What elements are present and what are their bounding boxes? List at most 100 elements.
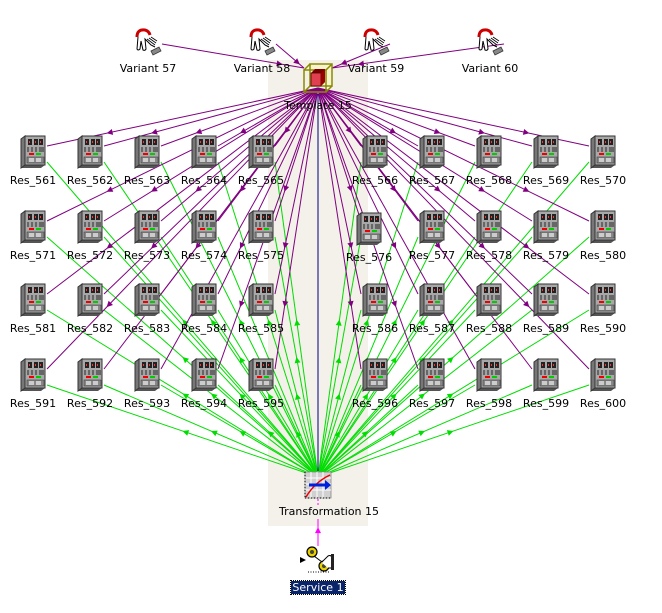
resource-node[interactable]: Res_587 xyxy=(392,283,472,336)
template-edge-arrowhead xyxy=(345,126,352,134)
resource-node[interactable]: Res_589 xyxy=(506,283,586,336)
server-icon xyxy=(356,212,382,246)
resource-node[interactable]: Res_581 xyxy=(0,283,73,336)
resource-node[interactable]: Res_566 xyxy=(335,135,415,188)
resource-node[interactable]: Res_584 xyxy=(164,283,244,336)
server-icon xyxy=(248,358,274,392)
template-edge-arrowhead xyxy=(433,128,441,134)
resource-node[interactable]: Res_583 xyxy=(107,283,187,336)
variant-node[interactable]: Variant 59 xyxy=(336,27,416,76)
template-edge xyxy=(274,87,319,222)
server-icon xyxy=(590,210,616,244)
resource-node-label: Res_583 xyxy=(123,322,171,335)
resource-node-label: Res_591 xyxy=(9,397,57,410)
template-edge-arrowhead xyxy=(282,300,289,308)
transformation-edge-arrowhead xyxy=(391,319,397,327)
template-edge xyxy=(46,87,319,295)
resource-node[interactable]: Res_570 xyxy=(563,135,643,188)
resource-node[interactable]: Res_592 xyxy=(50,358,130,411)
resource-node[interactable]: Res_564 xyxy=(164,135,244,188)
transformation-edge-arrowhead xyxy=(239,357,246,364)
resource-node[interactable]: Res_595 xyxy=(221,358,301,411)
resource-node[interactable]: Res_594 xyxy=(164,358,244,411)
transformation-edge-arrowhead xyxy=(239,431,247,437)
resource-node[interactable]: Res_561 xyxy=(0,135,73,188)
template-edge-arrowhead xyxy=(478,186,485,192)
server-icon xyxy=(77,135,103,169)
transformation-edge-arrowhead xyxy=(447,357,454,364)
resource-node[interactable]: Res_562 xyxy=(50,135,130,188)
transformation-edge-arrowhead xyxy=(182,393,190,400)
resource-node[interactable]: Res_568 xyxy=(449,135,529,188)
resource-node[interactable]: Res_599 xyxy=(506,358,586,411)
template-edge-arrowhead xyxy=(195,185,203,192)
transformation-chart-icon xyxy=(304,471,332,499)
resource-node[interactable]: Res_572 xyxy=(50,210,130,263)
template-edge-arrowhead xyxy=(478,128,485,135)
resource-node[interactable]: Res_588 xyxy=(449,283,529,336)
variant-node[interactable]: Variant 60 xyxy=(450,27,530,76)
template-node[interactable]: Template 15 xyxy=(278,62,358,113)
template-edge xyxy=(317,87,533,295)
variant-edge-arrowhead xyxy=(276,60,283,67)
resource-node[interactable]: Res_579 xyxy=(506,210,586,263)
template-edge xyxy=(160,87,319,370)
resource-node[interactable]: Res_580 xyxy=(563,210,643,263)
resource-node-label: Res_595 xyxy=(237,397,285,410)
variant-node-label: Variant 59 xyxy=(347,62,405,75)
template-edge-arrowhead xyxy=(151,128,158,135)
resource-node-label: Res_561 xyxy=(9,174,57,187)
resource-node[interactable]: Res_569 xyxy=(506,135,586,188)
template-edge-arrowhead xyxy=(390,241,397,249)
resource-node-label: Res_571 xyxy=(9,249,57,262)
server-icon xyxy=(191,283,217,317)
resource-node[interactable]: Res_563 xyxy=(107,135,187,188)
resource-node[interactable]: Res_585 xyxy=(221,283,301,336)
transformation-edge-arrowhead xyxy=(211,393,218,400)
resource-node[interactable]: Res_571 xyxy=(0,210,73,263)
resource-node[interactable]: Res_577 xyxy=(392,210,472,263)
resource-node[interactable]: Res_591 xyxy=(0,358,73,411)
service-node[interactable]: Service 1 xyxy=(278,544,358,595)
resource-node[interactable]: Res_565 xyxy=(221,135,301,188)
resource-node[interactable]: Res_573 xyxy=(107,210,187,263)
resource-node[interactable]: Res_600 xyxy=(563,358,643,411)
transformation-edge-arrowhead xyxy=(268,393,274,401)
variant-node[interactable]: Variant 58 xyxy=(222,27,302,76)
server-icon xyxy=(248,283,274,317)
resource-node[interactable]: Res_578 xyxy=(449,210,529,263)
template-edge-arrowhead xyxy=(347,300,354,308)
resource-node[interactable]: Res_574 xyxy=(164,210,244,263)
server-icon xyxy=(191,210,217,244)
variant-node[interactable]: Variant 57 xyxy=(108,27,188,76)
resource-node[interactable]: Res_576 xyxy=(329,212,409,265)
template-edge xyxy=(160,87,319,222)
resource-node[interactable]: Res_582 xyxy=(50,283,130,336)
variant-hand-icon xyxy=(363,28,390,56)
resource-node[interactable]: Res_586 xyxy=(335,283,415,336)
resource-node[interactable]: Res_597 xyxy=(392,358,472,411)
server-icon xyxy=(533,358,559,392)
template-edge-arrowhead xyxy=(195,128,203,134)
resource-node[interactable]: Res_593 xyxy=(107,358,187,411)
template-edge-arrowhead xyxy=(151,242,158,249)
resource-node-label: Res_592 xyxy=(66,397,114,410)
transformation-edge-arrowhead xyxy=(239,319,245,327)
transformation-edge-arrowhead xyxy=(182,319,189,327)
template-edge xyxy=(317,87,590,295)
resource-node-label: Res_594 xyxy=(180,397,228,410)
resource-node-label: Res_600 xyxy=(579,397,627,410)
resource-node[interactable]: Res_590 xyxy=(563,283,643,336)
variant-node-label: Variant 58 xyxy=(233,62,291,75)
server-icon xyxy=(476,210,502,244)
resource-node[interactable]: Res_567 xyxy=(392,135,472,188)
service-node-label: Service 1 xyxy=(290,580,346,595)
resource-node[interactable]: Res_575 xyxy=(221,210,301,263)
resource-node[interactable]: Res_598 xyxy=(449,358,529,411)
server-icon xyxy=(20,358,46,392)
transformation-edge-arrowhead xyxy=(211,430,218,437)
resource-node[interactable]: Res_596 xyxy=(335,358,415,411)
transformation-node[interactable]: Transformation 15 xyxy=(278,470,379,519)
